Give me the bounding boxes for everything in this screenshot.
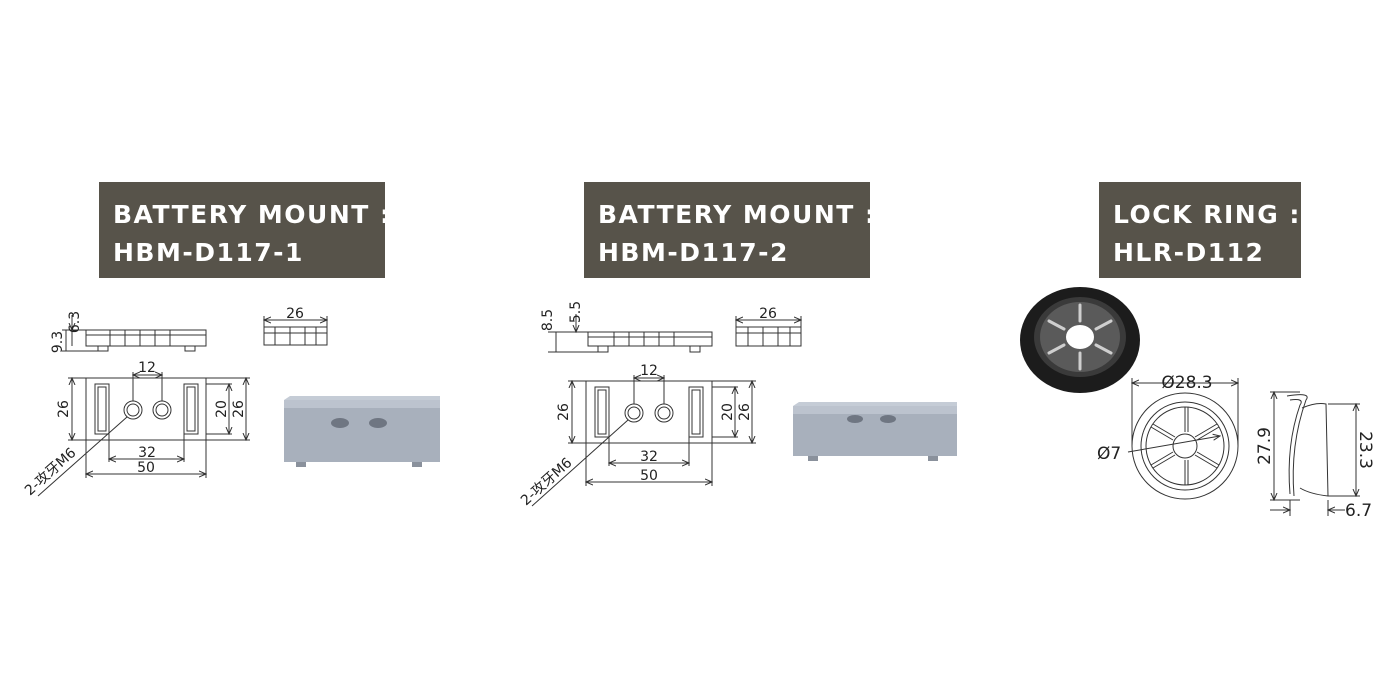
thread-callout: 2-攻牙M6 [518,455,576,509]
title-line-1: LOCK RING : [1113,200,1301,229]
dim-50: 50 [137,460,155,476]
top-view [531,375,756,507]
dim-26-end: 26 [759,306,777,322]
dim-5-5: 5.5 [568,301,584,323]
dim-26-left: 26 [556,403,572,421]
ring-render [1020,287,1140,393]
drawing-hlr-d112 [1020,287,1360,516]
dim-8-5: 8.5 [540,309,556,331]
dim-20: 20 [720,403,736,421]
dim-20: 20 [214,400,230,418]
dim-50: 50 [640,468,658,484]
side-view [548,314,713,353]
dim-26-right: 26 [737,403,753,421]
title-box-hbm-d117-1: BATTERY MOUNT : HBM-D117-1 [99,182,392,278]
model-code: HBM-D117-2 [598,238,789,267]
dim-27-9: 27.9 [1255,427,1275,465]
end-view [264,316,327,346]
dim-26-left: 26 [56,400,72,418]
thread-callout: 2-攻牙M6 [22,445,80,499]
part-render [284,396,440,467]
side-view [62,315,207,352]
title-box-hlr-d112: LOCK RING : HLR-D112 [1099,182,1301,278]
dimension-labels-3: Ø28.3 Ø7 27.9 23.3 6.7 [1097,373,1375,521]
model-code: HBM-D117-1 [113,238,304,267]
dim-dia-7: Ø7 [1097,444,1121,464]
dim-32: 32 [138,445,156,461]
dim-23-3: 23.3 [1355,431,1375,469]
dim-dia-28-3: Ø28.3 [1161,373,1212,393]
drawing-hbm-d117-2 [531,314,957,507]
dim-12: 12 [138,360,156,376]
dim-9-3: 9.3 [50,331,66,353]
dim-32: 32 [640,449,658,465]
model-code: HLR-D112 [1113,238,1265,267]
dim-6-7: 6.7 [1345,501,1372,521]
dim-26-end: 26 [286,306,304,322]
dim-6-3: 6.3 [67,311,83,333]
ring-front-view [1127,378,1238,500]
part-render [793,402,957,461]
dim-26-right: 26 [231,400,247,418]
ring-side-view [1270,392,1360,516]
title-box-hbm-d117-2: BATTERY MOUNT : HBM-D117-2 [584,182,877,278]
title-line-1: BATTERY MOUNT : [113,200,392,229]
end-view [736,316,801,347]
title-line-1: BATTERY MOUNT : [598,200,877,229]
drawing-hbm-d117-1 [37,315,440,497]
dim-12: 12 [640,363,658,379]
top-view [37,372,250,497]
